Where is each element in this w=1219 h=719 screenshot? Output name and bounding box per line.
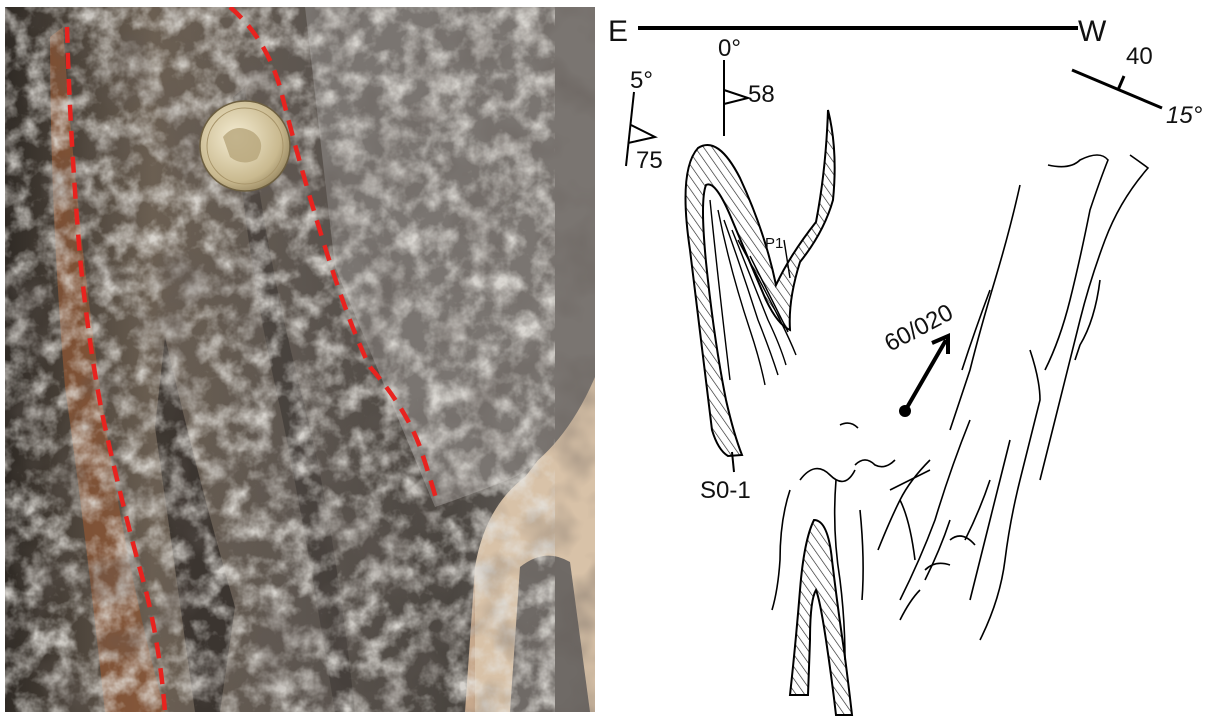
strike-label-3: 15° (1166, 102, 1203, 129)
coin-scale (200, 101, 290, 191)
outcrop-photo (5, 7, 595, 712)
structural-sketch: E W 5° 75 0° 58 40 15° P1 S0-1 60/ (600, 0, 1219, 719)
folded-layer (686, 110, 835, 456)
lower-hatched-layer (790, 520, 852, 715)
strike-dip-symbol-2 (724, 60, 748, 136)
strike-label-1: 5° (630, 67, 653, 94)
s0-1-label: S0-1 (700, 477, 751, 504)
strike-dip-symbol-3 (1072, 70, 1162, 108)
strike-label-2: 0° (718, 35, 741, 62)
east-label: E (608, 15, 628, 48)
dip-label-1: 75 (636, 147, 663, 174)
p1-label: P1 (765, 235, 783, 252)
west-label: W (1078, 15, 1107, 48)
dip-label-2: 58 (748, 81, 775, 108)
rock-shading (5, 7, 595, 712)
dip-label-3: 40 (1126, 43, 1153, 70)
